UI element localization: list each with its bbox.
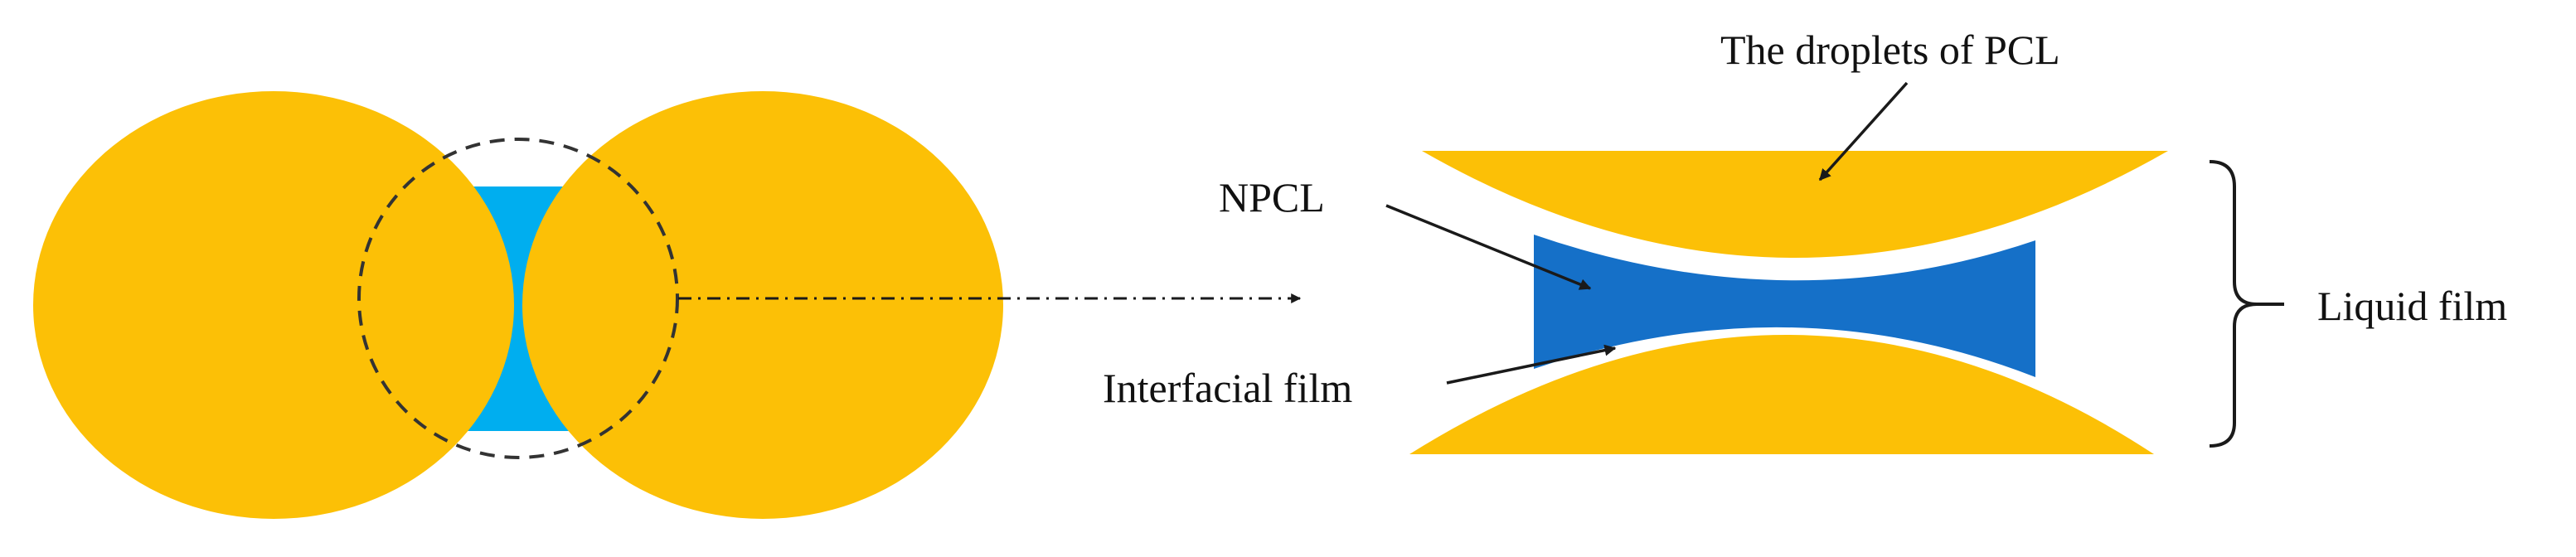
droplets-arrow [1818, 81, 1909, 182]
lower-pcl-droplet [1409, 335, 2154, 454]
right-droplet [522, 91, 1003, 519]
left-droplet [33, 91, 514, 519]
zoomed-liquid-film [1409, 151, 2168, 454]
zoom-region-circle [357, 138, 679, 459]
droplets-label: The droplets of PCL [1720, 27, 2060, 73]
upper-pcl-droplet [1422, 151, 2168, 258]
npcl-label: NPCL [1219, 174, 1325, 220]
npcl-film [1534, 235, 2035, 377]
interfacial-film-label: Interfacial film [1103, 365, 1352, 411]
left-droplet-pair [33, 91, 1003, 519]
interfacial-arrow [1446, 344, 1617, 385]
liquid-film-brace [2209, 160, 2258, 448]
npcl-arrow [1385, 204, 1592, 290]
liquid-film-label: Liquid film [2317, 283, 2507, 329]
